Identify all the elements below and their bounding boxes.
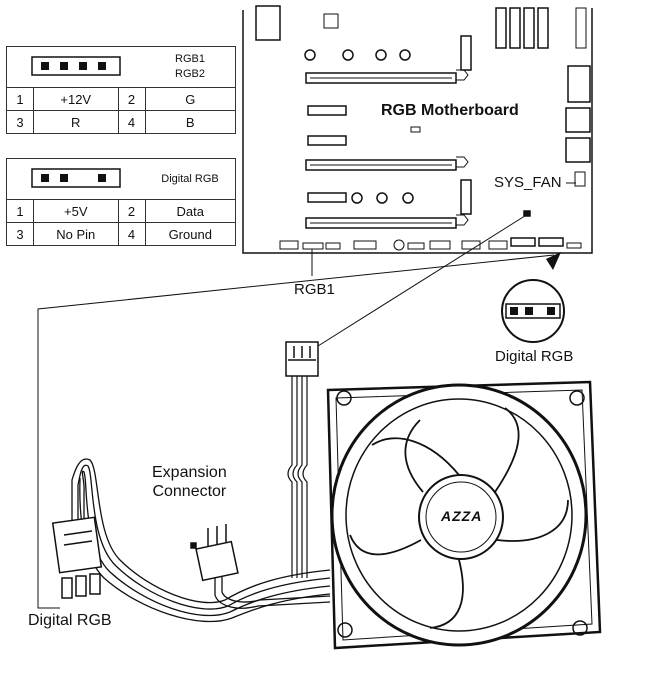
motherboard-title: RGB Motherboard — [381, 102, 519, 119]
fan-plug — [285, 341, 319, 377]
digital-rgb-header-detail — [501, 279, 565, 343]
fan — [326, 380, 602, 650]
sys-fan-label: SYS_FAN — [494, 174, 562, 191]
pin-name: Ground — [144, 222, 236, 246]
motherboard — [242, 5, 593, 254]
expansion-connector-label: Expansion Connector — [152, 463, 227, 501]
rgb-header-labels: RGB1 RGB2 — [145, 46, 236, 88]
rgb-pinout-table: RGB1 RGB2 1 +12V 2 G 3 R 4 B — [6, 46, 236, 134]
pin-number: 4 — [117, 222, 146, 246]
pin-number: 2 — [117, 87, 146, 111]
digital-header-graphic-cell — [6, 158, 145, 200]
pin-name: +12V — [33, 87, 119, 111]
expansion-label-line2: Connector — [152, 483, 227, 500]
table-row: 3 No Pin 4 Ground — [6, 222, 236, 246]
pin-number: 2 — [117, 199, 146, 223]
rgb-header-icon — [31, 55, 121, 76]
pin-number: 1 — [6, 199, 34, 223]
expansion-connector — [190, 524, 239, 582]
arrowhead-icon — [546, 252, 561, 270]
table-row: 1 +12V 2 G — [6, 87, 236, 111]
table-row: 3 R 4 B — [6, 110, 236, 134]
pin-number: 1 — [6, 87, 34, 111]
digital-header-label: Digital RGB — [145, 158, 236, 200]
fan-cable — [287, 376, 308, 578]
rgb2-header-label: RGB2 — [175, 68, 205, 80]
rgb1-header-label: RGB1 — [175, 53, 205, 65]
digital-header-icon — [31, 167, 121, 188]
pin-name: G — [144, 87, 236, 111]
digital-rgb-cable-label: Digital RGB — [28, 612, 112, 629]
rgb-header-graphic-cell — [6, 46, 145, 88]
digital-rgb-plug — [51, 516, 103, 599]
pin-number: 4 — [117, 110, 146, 134]
pin-name: No Pin — [33, 222, 119, 246]
pin-number: 3 — [6, 110, 34, 134]
fan-logo: AZZA — [441, 508, 483, 524]
rgb-table-header-row: RGB1 RGB2 — [6, 46, 236, 88]
pin-name: B — [144, 110, 236, 134]
table-row: 1 +5V 2 Data — [6, 199, 236, 223]
pin-name: +5V — [33, 199, 119, 223]
pin-number: 3 — [6, 222, 34, 246]
digital-rgb-header-label: Digital RGB — [495, 348, 574, 365]
rgb1-label: RGB1 — [294, 281, 335, 298]
rgb-cables — [71, 458, 331, 623]
pin-name: Data — [144, 199, 236, 223]
connector-leader-lines — [37, 182, 576, 609]
pin-name: R — [33, 110, 119, 134]
digital-rgb-pinout-table: Digital RGB 1 +5V 2 Data 3 No Pin 4 Grou… — [6, 158, 236, 246]
expansion-label-line1: Expansion — [152, 464, 227, 481]
digital-table-header-row: Digital RGB — [6, 158, 236, 200]
